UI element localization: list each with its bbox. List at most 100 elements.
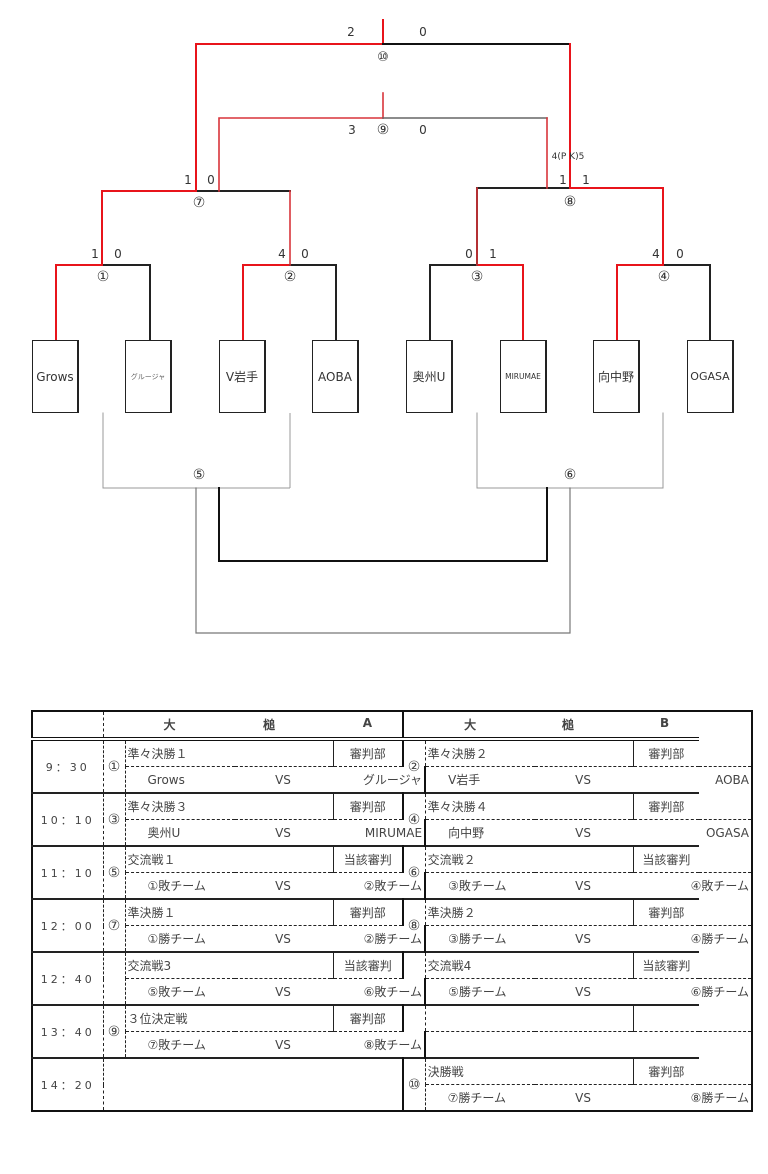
m9-label: ⑨ xyxy=(377,122,390,138)
referee xyxy=(632,1004,700,1032)
vs-label: VS xyxy=(235,978,331,1005)
referee: 審判部 xyxy=(632,738,700,767)
match-title: 決勝戦 xyxy=(425,1057,634,1085)
m8-pk: 4(P K)5 xyxy=(552,152,585,162)
away-team: ④勝チーム xyxy=(631,925,752,952)
vs-label: VS xyxy=(235,1031,331,1058)
home-team xyxy=(425,1031,536,1058)
home-team: ③敗チーム xyxy=(425,872,536,899)
m2-left-line xyxy=(242,264,291,341)
match-title xyxy=(425,1004,634,1032)
vs-label: VS xyxy=(535,1084,632,1111)
match-number: ⑦ xyxy=(103,898,126,952)
m8-score-right: 1 xyxy=(582,173,590,187)
match-number: ⑨ xyxy=(103,1004,126,1058)
vs-label: VS xyxy=(235,819,331,846)
m7-label: ⑦ xyxy=(193,195,206,211)
m6-label: ⑥ xyxy=(564,467,577,483)
vs-label: VS xyxy=(535,925,632,952)
referee: 審判部 xyxy=(332,898,405,926)
home-team: ①勝チーム xyxy=(125,925,235,952)
home-team: 奥州U xyxy=(125,819,235,846)
referee: 審判部 xyxy=(332,738,405,767)
m9-left-line xyxy=(218,117,384,192)
home-team: ①敗チーム xyxy=(125,872,235,899)
match-number: ③ xyxy=(103,792,126,846)
match-title: ３位決定戦 xyxy=(125,1004,333,1032)
m2-score-right: 0 xyxy=(301,247,309,261)
m1-left-line xyxy=(55,264,103,341)
away-team: ②敗チーム xyxy=(331,872,427,899)
away-team: AOBA xyxy=(631,766,752,793)
empty-slot xyxy=(103,1057,405,1111)
away-team: OGASA xyxy=(631,819,752,846)
vs-label: VS xyxy=(535,766,632,793)
team-box-ogasa: OGASA xyxy=(687,340,734,413)
m1-right-line xyxy=(101,264,151,341)
m9-score-left: 3 xyxy=(348,123,356,137)
match-title: 交流戦２ xyxy=(425,845,634,873)
match-number: ⑤ xyxy=(103,845,126,899)
m7-score-right: 0 xyxy=(207,173,215,187)
match-title: 準々決勝４ xyxy=(425,792,634,820)
team-box-mukainakano: 向中野 xyxy=(593,340,640,413)
m1-label: ① xyxy=(97,269,110,285)
m4-score-left: 4 xyxy=(652,247,660,261)
m2-score-left: 4 xyxy=(278,247,286,261)
m8-score-left: 1 xyxy=(559,173,567,187)
home-team: ⑤敗チーム xyxy=(125,978,235,1005)
m1-score-left: 1 xyxy=(91,247,99,261)
m7-left-line xyxy=(101,190,197,266)
m4-score-right: 0 xyxy=(676,247,684,261)
time-slot: 9：30 xyxy=(32,738,104,793)
referee: 審判部 xyxy=(332,1004,405,1032)
referee: 審判部 xyxy=(632,898,700,926)
match-title: 交流戦１ xyxy=(125,845,333,873)
team-box-v-iwate: V岩手 xyxy=(219,340,266,413)
vs-label: VS xyxy=(535,978,632,1005)
home-team: ⑤勝チーム xyxy=(425,978,536,1005)
referee: 審判部 xyxy=(332,792,405,820)
m3-label: ③ xyxy=(471,269,484,285)
match-title: 準決勝１ xyxy=(125,898,333,926)
away-team: グルージャ xyxy=(331,766,427,793)
away-team: ⑧敗チーム xyxy=(331,1031,427,1058)
referee: 当該審判 xyxy=(632,951,700,979)
match-title: 準々決勝１ xyxy=(125,738,333,767)
vs-label: VS xyxy=(535,819,632,846)
m10-label: ⑩ xyxy=(377,50,389,65)
team-box-mirumae: MIRUMAE xyxy=(500,340,547,413)
match-title: 準々決勝３ xyxy=(125,792,333,820)
m2-right-line xyxy=(289,264,337,341)
team-box-grulla: グルージャ xyxy=(125,340,172,413)
m7-score-left: 1 xyxy=(184,173,192,187)
home-team: Grows xyxy=(125,766,235,793)
m4-right-line xyxy=(662,264,711,341)
m8-right-line xyxy=(569,187,664,266)
time-slot: 12：40 xyxy=(32,951,104,1005)
vs-label: VS xyxy=(535,872,632,899)
m8-label: ⑧ xyxy=(564,194,577,210)
m4-left-line xyxy=(616,264,664,341)
m2-label: ② xyxy=(284,269,297,285)
match-number xyxy=(103,951,126,1005)
away-team: ②勝チーム xyxy=(331,925,427,952)
referee: 当該審判 xyxy=(332,951,405,979)
referee: 当該審判 xyxy=(332,845,405,873)
m3-left-line xyxy=(429,264,478,341)
time-slot: 10：10 xyxy=(32,792,104,846)
referee: 当該審判 xyxy=(632,845,700,873)
m9-score-right: 0 xyxy=(419,123,427,137)
m3-score-left: 0 xyxy=(465,247,473,261)
time-slot: 12：00 xyxy=(32,898,104,952)
